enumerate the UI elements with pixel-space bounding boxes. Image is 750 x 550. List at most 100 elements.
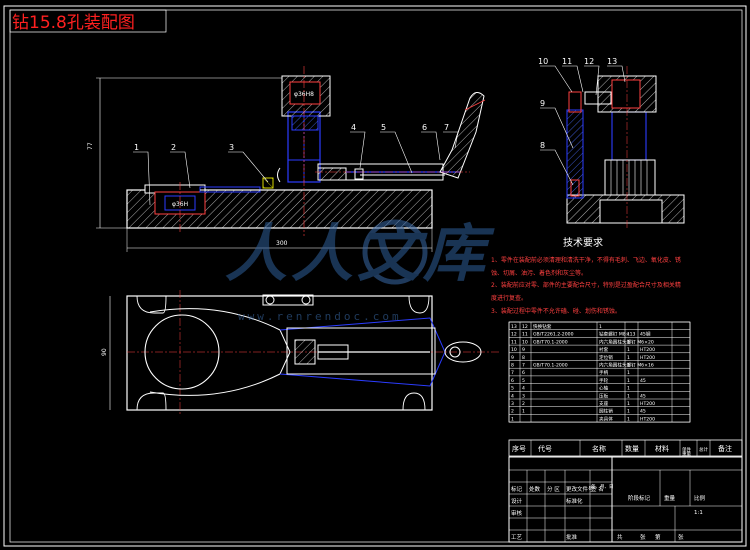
bom-cell: 45 bbox=[640, 378, 646, 384]
dim-depth: 90 bbox=[101, 348, 108, 356]
bom-cell: HT200 bbox=[640, 401, 655, 407]
bom-cell: 1 bbox=[627, 416, 630, 422]
tb-count: 处数 bbox=[529, 485, 541, 493]
tb-sheet-no: 第 bbox=[655, 533, 661, 541]
bom-cell: 1 bbox=[627, 332, 630, 338]
handle-lever bbox=[439, 92, 485, 179]
watermark: 人人文库 www.renrendoc.com bbox=[225, 217, 495, 323]
bom-cell: 7 bbox=[511, 370, 514, 376]
bom-cell: 9 bbox=[511, 355, 514, 361]
bom-header-unit: 单件 bbox=[682, 446, 691, 453]
watermark-url: www.renrendoc.com bbox=[238, 310, 402, 323]
bom-cell: 1 bbox=[627, 347, 630, 353]
drawing-title: 钻15.8孔装配图 bbox=[12, 13, 135, 33]
bom-cell: 1 bbox=[511, 416, 514, 422]
callout-4: 4 bbox=[351, 123, 356, 132]
bom-cell: 1 bbox=[522, 409, 525, 415]
tb-mark: 标记 bbox=[511, 485, 523, 493]
tb-standard: 标准化 bbox=[566, 497, 583, 505]
bom-cell: 6 bbox=[511, 378, 514, 384]
bom-cell: 12 bbox=[511, 332, 517, 338]
dim-width: 300 bbox=[276, 240, 288, 247]
bom-header-code: 代号 bbox=[538, 444, 552, 453]
bom-cell: 8 bbox=[511, 363, 514, 369]
tb-zone: 分 区 bbox=[547, 485, 560, 493]
bom-cell: 内六角圆柱头螺钉 M6×16 bbox=[599, 362, 654, 369]
callout-13: 13 bbox=[607, 57, 617, 66]
bom-cell: 1 bbox=[627, 409, 630, 415]
tb-weight: 重量 bbox=[664, 494, 676, 502]
bom-header-material: 材料 bbox=[655, 444, 669, 453]
bom-cell: HT200 bbox=[640, 416, 655, 422]
bom-cell: HT200 bbox=[640, 347, 655, 353]
watermark-text: 人人文库 bbox=[225, 217, 495, 290]
bom-header-seq: 序号 bbox=[512, 444, 526, 453]
title-block: 标记 处数 分 区 更改文件号 签 名 年、月、日 设计 标准化 阶段标记 重量… bbox=[508, 456, 743, 543]
bom-cell: GB/T70.1-2000 bbox=[533, 339, 568, 345]
bom-cell: 11 bbox=[522, 332, 528, 338]
bom-cell: 1 bbox=[627, 370, 630, 376]
bom-cell: 4 bbox=[511, 393, 514, 399]
callout-2: 2 bbox=[171, 143, 176, 152]
bom-cell: 10 bbox=[522, 339, 528, 345]
bom-cell: 钻套螺钉 M8×13 bbox=[599, 331, 635, 338]
tb-process: 工艺 bbox=[511, 534, 523, 541]
dim-height: 77 bbox=[87, 142, 94, 150]
bom-cell: 12 bbox=[522, 324, 528, 330]
tech-heading: 技术要求 bbox=[563, 236, 603, 249]
bom-cell: 1 bbox=[599, 324, 602, 330]
bom-cell: 压板 bbox=[599, 392, 609, 399]
tb-sheets-total: 共 bbox=[617, 533, 623, 541]
callout-6: 6 bbox=[422, 123, 427, 132]
callout-11: 11 bbox=[562, 57, 572, 66]
bom-cell: 3 bbox=[511, 401, 514, 407]
bom-cell: 2 bbox=[511, 409, 514, 415]
callout-3: 3 bbox=[229, 143, 234, 152]
tb-approve: 批准 bbox=[566, 533, 578, 541]
callout-7: 7 bbox=[444, 123, 449, 132]
bom-header-weight: 重量 bbox=[682, 450, 691, 457]
front-view: φ36H φ36H8 77 bbox=[87, 66, 486, 252]
tech-line-1: 1、零件在装配前必须清理和清洗干净，不得有毛刺、飞边、氧化皮、锈 bbox=[491, 256, 681, 264]
callout-10: 10 bbox=[538, 57, 548, 66]
bom-header-note: 备注 bbox=[718, 444, 732, 453]
locating-bore bbox=[144, 314, 220, 390]
side-view: 10 11 12 13 9 8 bbox=[538, 57, 685, 230]
bom-cell: 1 bbox=[627, 401, 630, 407]
tech-line-5: 3、装配过程中零件不允许磕、碰、划伤和锈蚀。 bbox=[491, 307, 621, 315]
tb-review: 审核 bbox=[511, 509, 523, 517]
technical-requirements: 技术要求 1、零件在装配前必须清理和清洗干净，不得有毛刺、飞边、氧化皮、锈 蚀、… bbox=[491, 236, 681, 315]
bom-cell: 45 bbox=[640, 409, 646, 415]
bom-cell: HT200 bbox=[640, 355, 655, 361]
bom-cell: 心轴 bbox=[599, 385, 609, 392]
tb-stage: 阶段标记 bbox=[628, 494, 651, 502]
bom-header-qty: 数量 bbox=[625, 444, 639, 453]
bom-cell: 2 bbox=[522, 401, 525, 407]
callout-12: 12 bbox=[584, 57, 594, 66]
bom-cell: 1 bbox=[627, 378, 630, 384]
sheet-frame bbox=[3, 5, 747, 547]
bom-cell: 1 bbox=[627, 355, 630, 361]
bom-cell: 45 bbox=[640, 393, 646, 399]
bom-cell: GB/T2261.2-2000 bbox=[533, 332, 574, 338]
title-label-box bbox=[9, 9, 167, 33]
bom-cell: 11 bbox=[511, 339, 517, 345]
bom-cell: 支座 bbox=[599, 400, 609, 407]
bom-cell: 45钢 bbox=[640, 331, 651, 338]
bom-cell: 1 bbox=[627, 339, 630, 345]
bom-cell: 5 bbox=[522, 378, 525, 384]
bom-cell: 手柄 bbox=[599, 369, 609, 376]
tb-sheets-label: 张 bbox=[640, 533, 646, 541]
callout-9: 9 bbox=[540, 99, 545, 108]
tech-line-4: 度进行复查。 bbox=[491, 294, 527, 302]
bom-cell: GB/T70.1-2000 bbox=[533, 363, 568, 369]
bom-header-total: 总计 bbox=[699, 446, 708, 453]
bom-cell: 衬套 bbox=[599, 346, 609, 353]
tb-scale: 比例 bbox=[694, 494, 706, 502]
callout-5: 5 bbox=[381, 123, 386, 132]
bom-cell: 13 bbox=[511, 324, 517, 330]
tb-scale-value: 1:1 bbox=[694, 510, 703, 516]
sheet-inner-frame bbox=[9, 9, 743, 543]
